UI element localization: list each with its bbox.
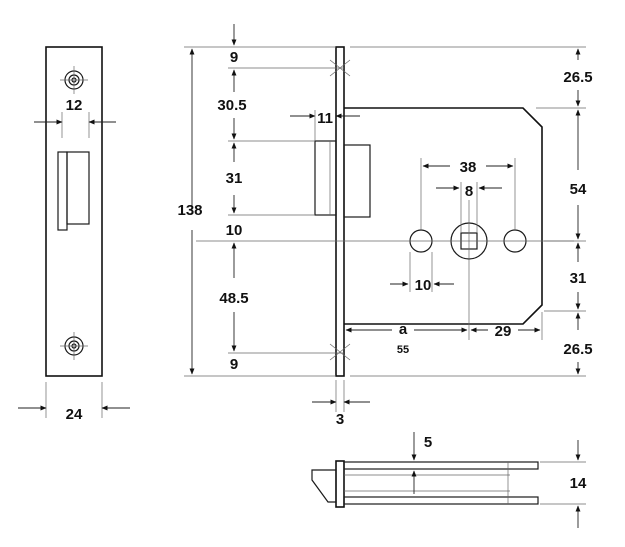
latch-bolt xyxy=(314,140,337,216)
dim-hole-offset: 10 xyxy=(415,277,432,294)
dim-hole-spacing: 12 xyxy=(66,97,83,114)
side-latch xyxy=(311,469,337,503)
latch-housing xyxy=(343,144,371,218)
faceplate-outline xyxy=(45,46,103,377)
dim-spindle-size: 8 xyxy=(465,183,473,200)
dim-backset-value: 55 xyxy=(397,344,409,356)
dim-latch-height: 31 xyxy=(226,170,243,187)
dim-plate-thickness: 3 xyxy=(336,411,344,428)
dim-case-bottom-chamfer: 26.5 xyxy=(563,341,592,358)
dim-case-upper: 54 xyxy=(570,181,587,198)
side-case-top xyxy=(343,461,539,470)
dim-top-to-strike: 9 xyxy=(230,49,238,66)
forend-plate xyxy=(335,46,345,377)
side-view: 5 14 xyxy=(311,432,587,528)
side-case-bottom xyxy=(343,496,539,505)
dim-case-lower: 31 xyxy=(570,270,587,287)
side-forend xyxy=(335,460,345,508)
latch-slot xyxy=(57,151,68,231)
bottom-screw-icon xyxy=(60,332,88,360)
lock-body-view: 138 9 30.5 31 10 48.5 9 11 3 26.5 xyxy=(177,24,593,428)
faceplate-view: 12 24 xyxy=(18,46,130,423)
top-screw-icon xyxy=(60,66,88,94)
dim-fixing-hole-spacing: 38 xyxy=(460,159,477,176)
dim-backset-label: a xyxy=(399,321,408,338)
dim-latch-projection: 11 xyxy=(317,110,333,127)
dim-overall-height: 138 xyxy=(177,202,202,219)
case-outline xyxy=(344,107,543,325)
latch-tongue xyxy=(66,151,90,225)
dim-spindle-to-bottom: 48.5 xyxy=(219,290,248,307)
dim-bottom-to-strike: 9 xyxy=(230,356,238,373)
dim-case-top-chamfer: 26.5 xyxy=(563,69,592,86)
dim-spindle-to-back: 29 xyxy=(495,323,512,340)
dim-latch-to-spindle: 10 xyxy=(226,222,243,239)
dim-faceplate-width: 24 xyxy=(66,406,83,423)
dim-side-offset: 5 xyxy=(424,434,432,451)
dim-case-depth: 14 xyxy=(570,475,587,492)
dim-strike-to-latch: 30.5 xyxy=(217,97,246,114)
